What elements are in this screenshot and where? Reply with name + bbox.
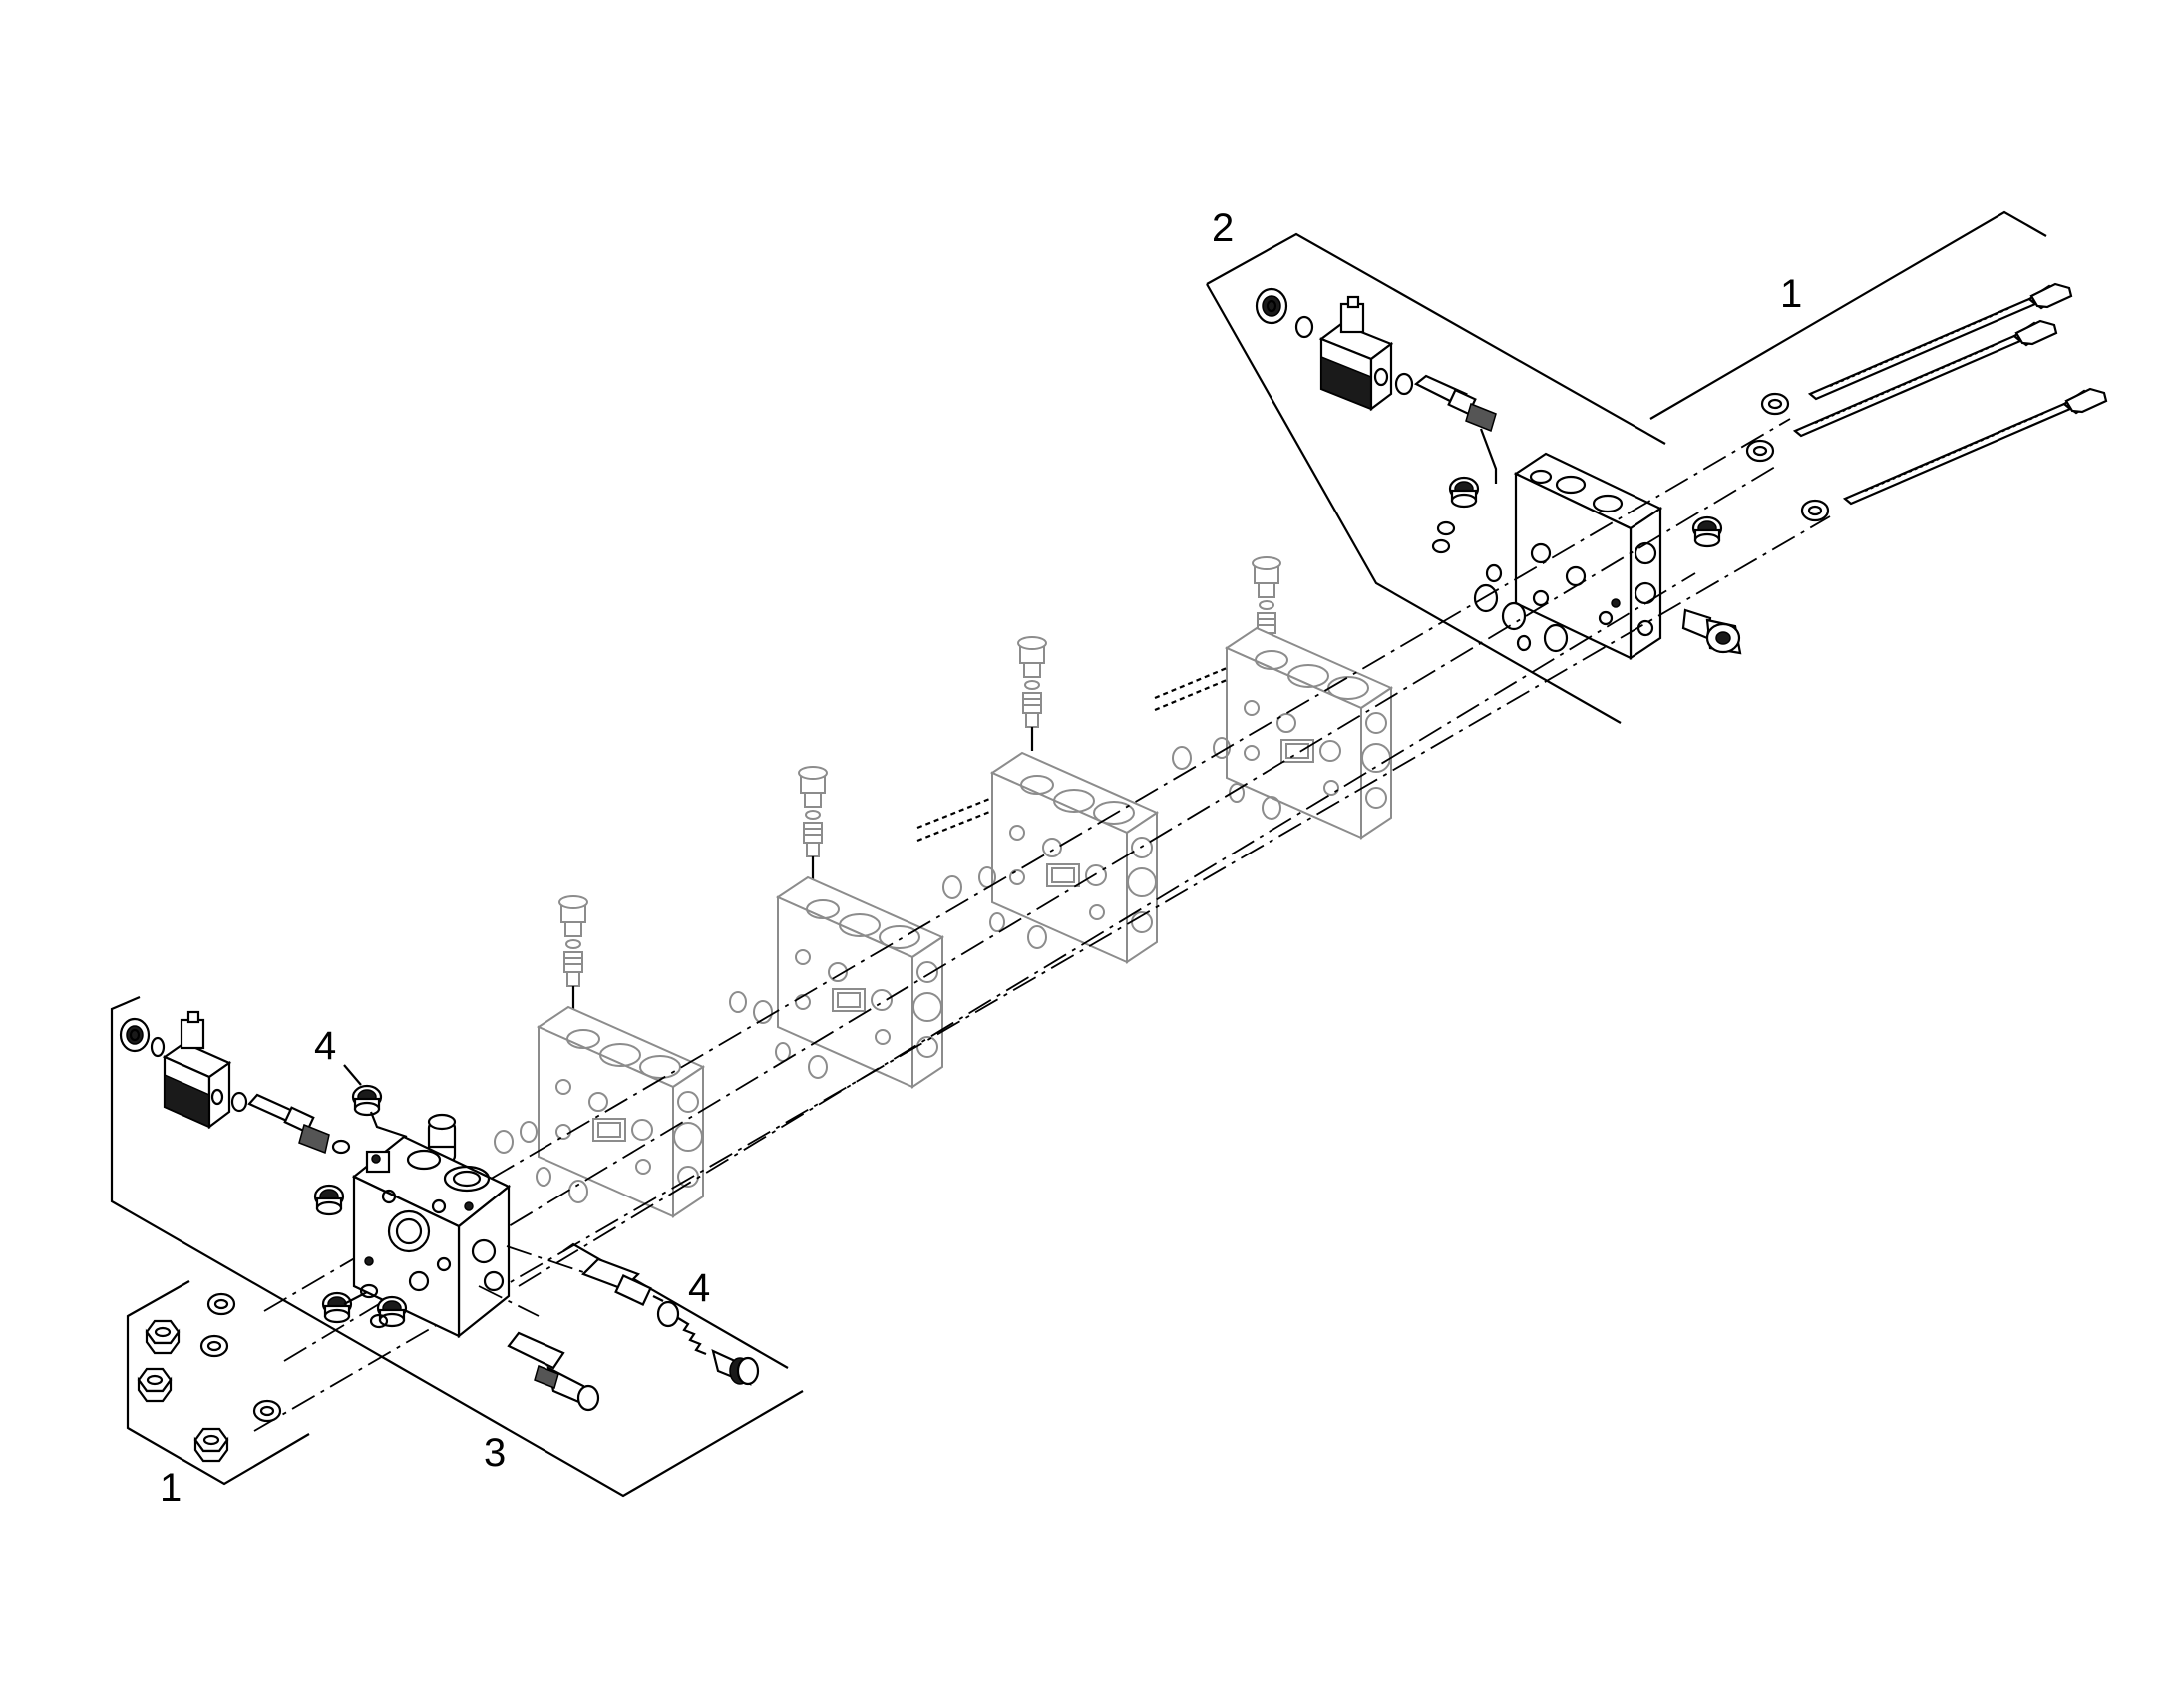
callout-1-bottom-left: 1 [160, 1466, 182, 1510]
inlet-block [351, 1135, 512, 1339]
callout-4-right: 4 [688, 1266, 710, 1310]
coil-nut [119, 1017, 151, 1053]
oring [1394, 372, 1414, 396]
fitting [1681, 608, 1742, 655]
callout-2: 2 [1212, 206, 1234, 250]
outlet-end-group [1206, 210, 2108, 724]
end-block [1513, 452, 1663, 661]
valve-section-2 [729, 765, 943, 1088]
callout-4-left: 4 [314, 1024, 336, 1068]
inlet-end-group [110, 995, 804, 1498]
valve-section-1 [494, 894, 704, 1217]
valve-section-4 [1154, 555, 1392, 839]
callout-labels: 1 2 4 4 3 1 [160, 206, 1802, 1510]
coil-oring [1294, 315, 1314, 339]
oring [150, 1036, 166, 1058]
solenoid-coil [1318, 295, 1394, 412]
coil-nut [1255, 287, 1288, 325]
oring [230, 1091, 248, 1113]
callout-3: 3 [484, 1431, 506, 1475]
relief-valve [581, 1257, 760, 1386]
relief-valve-cartridge [507, 1331, 600, 1412]
callout-1-top-right: 1 [1780, 272, 1802, 316]
solenoid-stem [1413, 374, 1497, 433]
valve-section-3 [916, 635, 1158, 963]
assembly-centerlines [253, 418, 1831, 1432]
solenoid-coil [162, 1010, 232, 1130]
solenoid-stem [247, 1093, 351, 1155]
